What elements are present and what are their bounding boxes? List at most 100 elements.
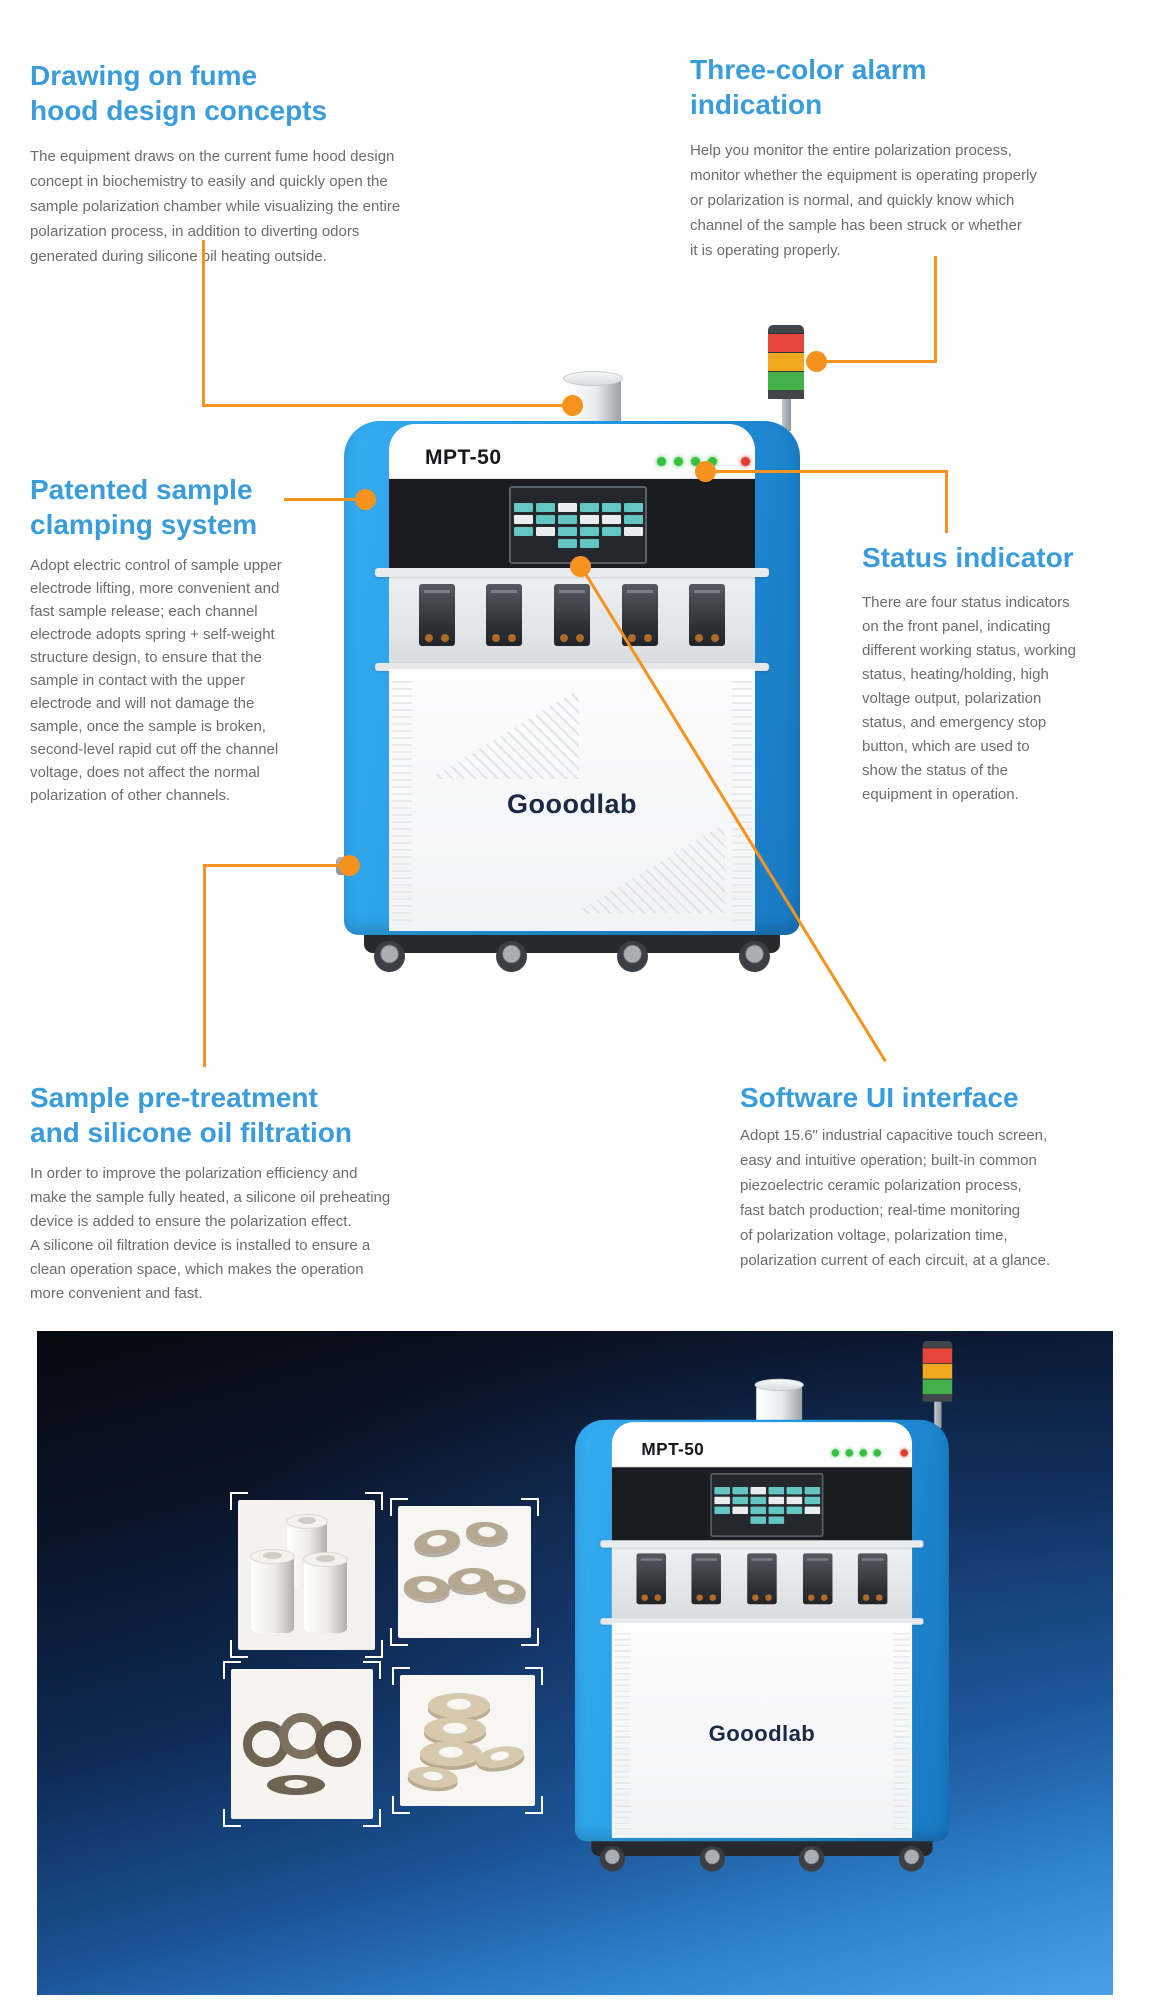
corner-bracket bbox=[521, 1628, 539, 1646]
ceramic-ring bbox=[407, 1764, 459, 1790]
fume-vent-cylinder bbox=[754, 1378, 804, 1422]
feature-body: Help you monitor the entire polarization… bbox=[690, 142, 1037, 259]
connector-alarm-vertical bbox=[934, 256, 937, 363]
screen-button[interactable] bbox=[804, 1506, 820, 1514]
screen-button[interactable] bbox=[732, 1486, 748, 1494]
screen-button[interactable] bbox=[768, 1506, 784, 1514]
clamp-module bbox=[553, 584, 590, 646]
sample-chamber bbox=[375, 568, 769, 671]
screen-button[interactable] bbox=[750, 1516, 766, 1524]
ceramic-ring bbox=[279, 1713, 325, 1759]
screen-button[interactable] bbox=[623, 526, 643, 536]
connector-fume-vertical bbox=[202, 240, 205, 407]
screen-button[interactable] bbox=[623, 502, 643, 512]
brand-label: Gooodlab bbox=[507, 789, 637, 819]
screen-button[interactable] bbox=[557, 502, 577, 512]
screen-button[interactable] bbox=[768, 1486, 784, 1494]
ceramic-cylinder bbox=[250, 1549, 295, 1633]
touchscreen[interactable] bbox=[509, 486, 647, 564]
alarm-light-yellow bbox=[768, 352, 804, 371]
screen-button[interactable] bbox=[713, 1506, 730, 1514]
screen-button[interactable] bbox=[713, 1496, 730, 1504]
machine-top-bar: MPT-50 bbox=[389, 424, 755, 479]
sample-photo-rings-stacked bbox=[392, 1667, 543, 1814]
machine-front-panel: MPT-50 Gooodlab bbox=[375, 424, 769, 931]
screen-button[interactable] bbox=[732, 1506, 748, 1514]
screen-button[interactable] bbox=[786, 1506, 802, 1514]
status-light-green-2 bbox=[674, 457, 683, 466]
alarm-tower-pole bbox=[933, 1401, 942, 1428]
feature-software-ui: Software UI interface Adopt 15.6" indust… bbox=[740, 1080, 1130, 1273]
alarm-tower-base bbox=[922, 1394, 953, 1402]
control-panel bbox=[611, 1467, 913, 1543]
alarm-tower bbox=[922, 1341, 953, 1428]
corner-bracket bbox=[390, 1628, 408, 1646]
ceramic-cylinder bbox=[303, 1552, 348, 1633]
screen-button[interactable] bbox=[768, 1516, 784, 1524]
caster-wheel bbox=[699, 1846, 725, 1872]
clamp-module bbox=[486, 584, 523, 646]
screen-button[interactable] bbox=[579, 526, 599, 536]
screen-button[interactable] bbox=[601, 514, 621, 524]
feature-body: There are four status indicators on the … bbox=[862, 594, 1076, 803]
screen-button[interactable] bbox=[557, 514, 577, 524]
screen-button[interactable] bbox=[535, 526, 555, 536]
screen-button[interactable] bbox=[768, 1496, 784, 1504]
screen-button[interactable] bbox=[750, 1496, 766, 1504]
alarm-light-green bbox=[768, 371, 804, 390]
screen-button[interactable] bbox=[804, 1496, 820, 1504]
screen-button[interactable] bbox=[623, 514, 643, 524]
sample-photo-rings-angled bbox=[390, 1498, 539, 1646]
screen-button[interactable] bbox=[557, 526, 577, 536]
feature-clamping-system: Patented sample clamping system Adopt el… bbox=[30, 472, 340, 807]
screen-button[interactable] bbox=[579, 538, 599, 548]
corner-bracket bbox=[365, 1640, 383, 1658]
sample-photo-rings-standing bbox=[223, 1661, 381, 1827]
screen-button[interactable] bbox=[732, 1496, 748, 1504]
feature-body: The equipment draws on the current fume … bbox=[30, 148, 401, 265]
ceramic-ring bbox=[474, 1742, 526, 1772]
screen-button[interactable] bbox=[579, 514, 599, 524]
screen-button[interactable] bbox=[601, 526, 621, 536]
vent-column-right bbox=[732, 677, 752, 921]
feature-title: Software UI interface bbox=[740, 1082, 1019, 1113]
screen-button[interactable] bbox=[535, 514, 555, 524]
connector-status-vertical bbox=[945, 470, 948, 533]
caster-wheels bbox=[599, 1846, 925, 1872]
corner-bracket bbox=[223, 1661, 241, 1679]
lower-cabinet: Gooodlab bbox=[611, 1623, 913, 1838]
screen-button[interactable] bbox=[804, 1486, 820, 1494]
corner-bracket bbox=[230, 1640, 248, 1658]
ceramic-ring bbox=[484, 1576, 528, 1605]
alarm-tower bbox=[768, 325, 804, 431]
dot-pattern bbox=[575, 823, 725, 913]
product-photo-section: MPT-50 bbox=[37, 1331, 1113, 1995]
screen-button[interactable] bbox=[513, 514, 533, 524]
screen-button[interactable] bbox=[601, 502, 621, 512]
connector-dot-alarm bbox=[806, 351, 827, 372]
lower-cabinet: Gooodlab bbox=[389, 669, 755, 931]
screen-button[interactable] bbox=[535, 502, 555, 512]
screen-button[interactable] bbox=[750, 1486, 766, 1494]
screen-button[interactable] bbox=[513, 502, 533, 512]
dot-pattern bbox=[429, 689, 579, 779]
vent-column-left bbox=[614, 1629, 631, 1830]
screen-button[interactable] bbox=[786, 1496, 802, 1504]
machine-top-bar: MPT-50 bbox=[611, 1422, 913, 1468]
feature-pretreatment-filtration: Sample pre-treatment and silicone oil fi… bbox=[30, 1080, 495, 1306]
corner-bracket bbox=[525, 1796, 543, 1814]
feature-title: Patented sample clamping system bbox=[30, 474, 258, 540]
feature-alarm-indication: Three-color alarm indication Help you mo… bbox=[690, 52, 1125, 263]
screen-button[interactable] bbox=[713, 1486, 730, 1494]
screen-button[interactable] bbox=[750, 1506, 766, 1514]
screen-button[interactable] bbox=[786, 1486, 802, 1494]
alarm-light-red bbox=[768, 333, 804, 352]
touchscreen[interactable] bbox=[710, 1473, 824, 1537]
clamp-module bbox=[691, 1553, 722, 1605]
status-light-green-1 bbox=[657, 457, 666, 466]
screen-button[interactable] bbox=[557, 538, 577, 548]
screen-button[interactable] bbox=[513, 526, 533, 536]
ceramic-ring bbox=[412, 1526, 462, 1558]
screen-button[interactable] bbox=[579, 502, 599, 512]
corner-bracket bbox=[363, 1809, 381, 1827]
